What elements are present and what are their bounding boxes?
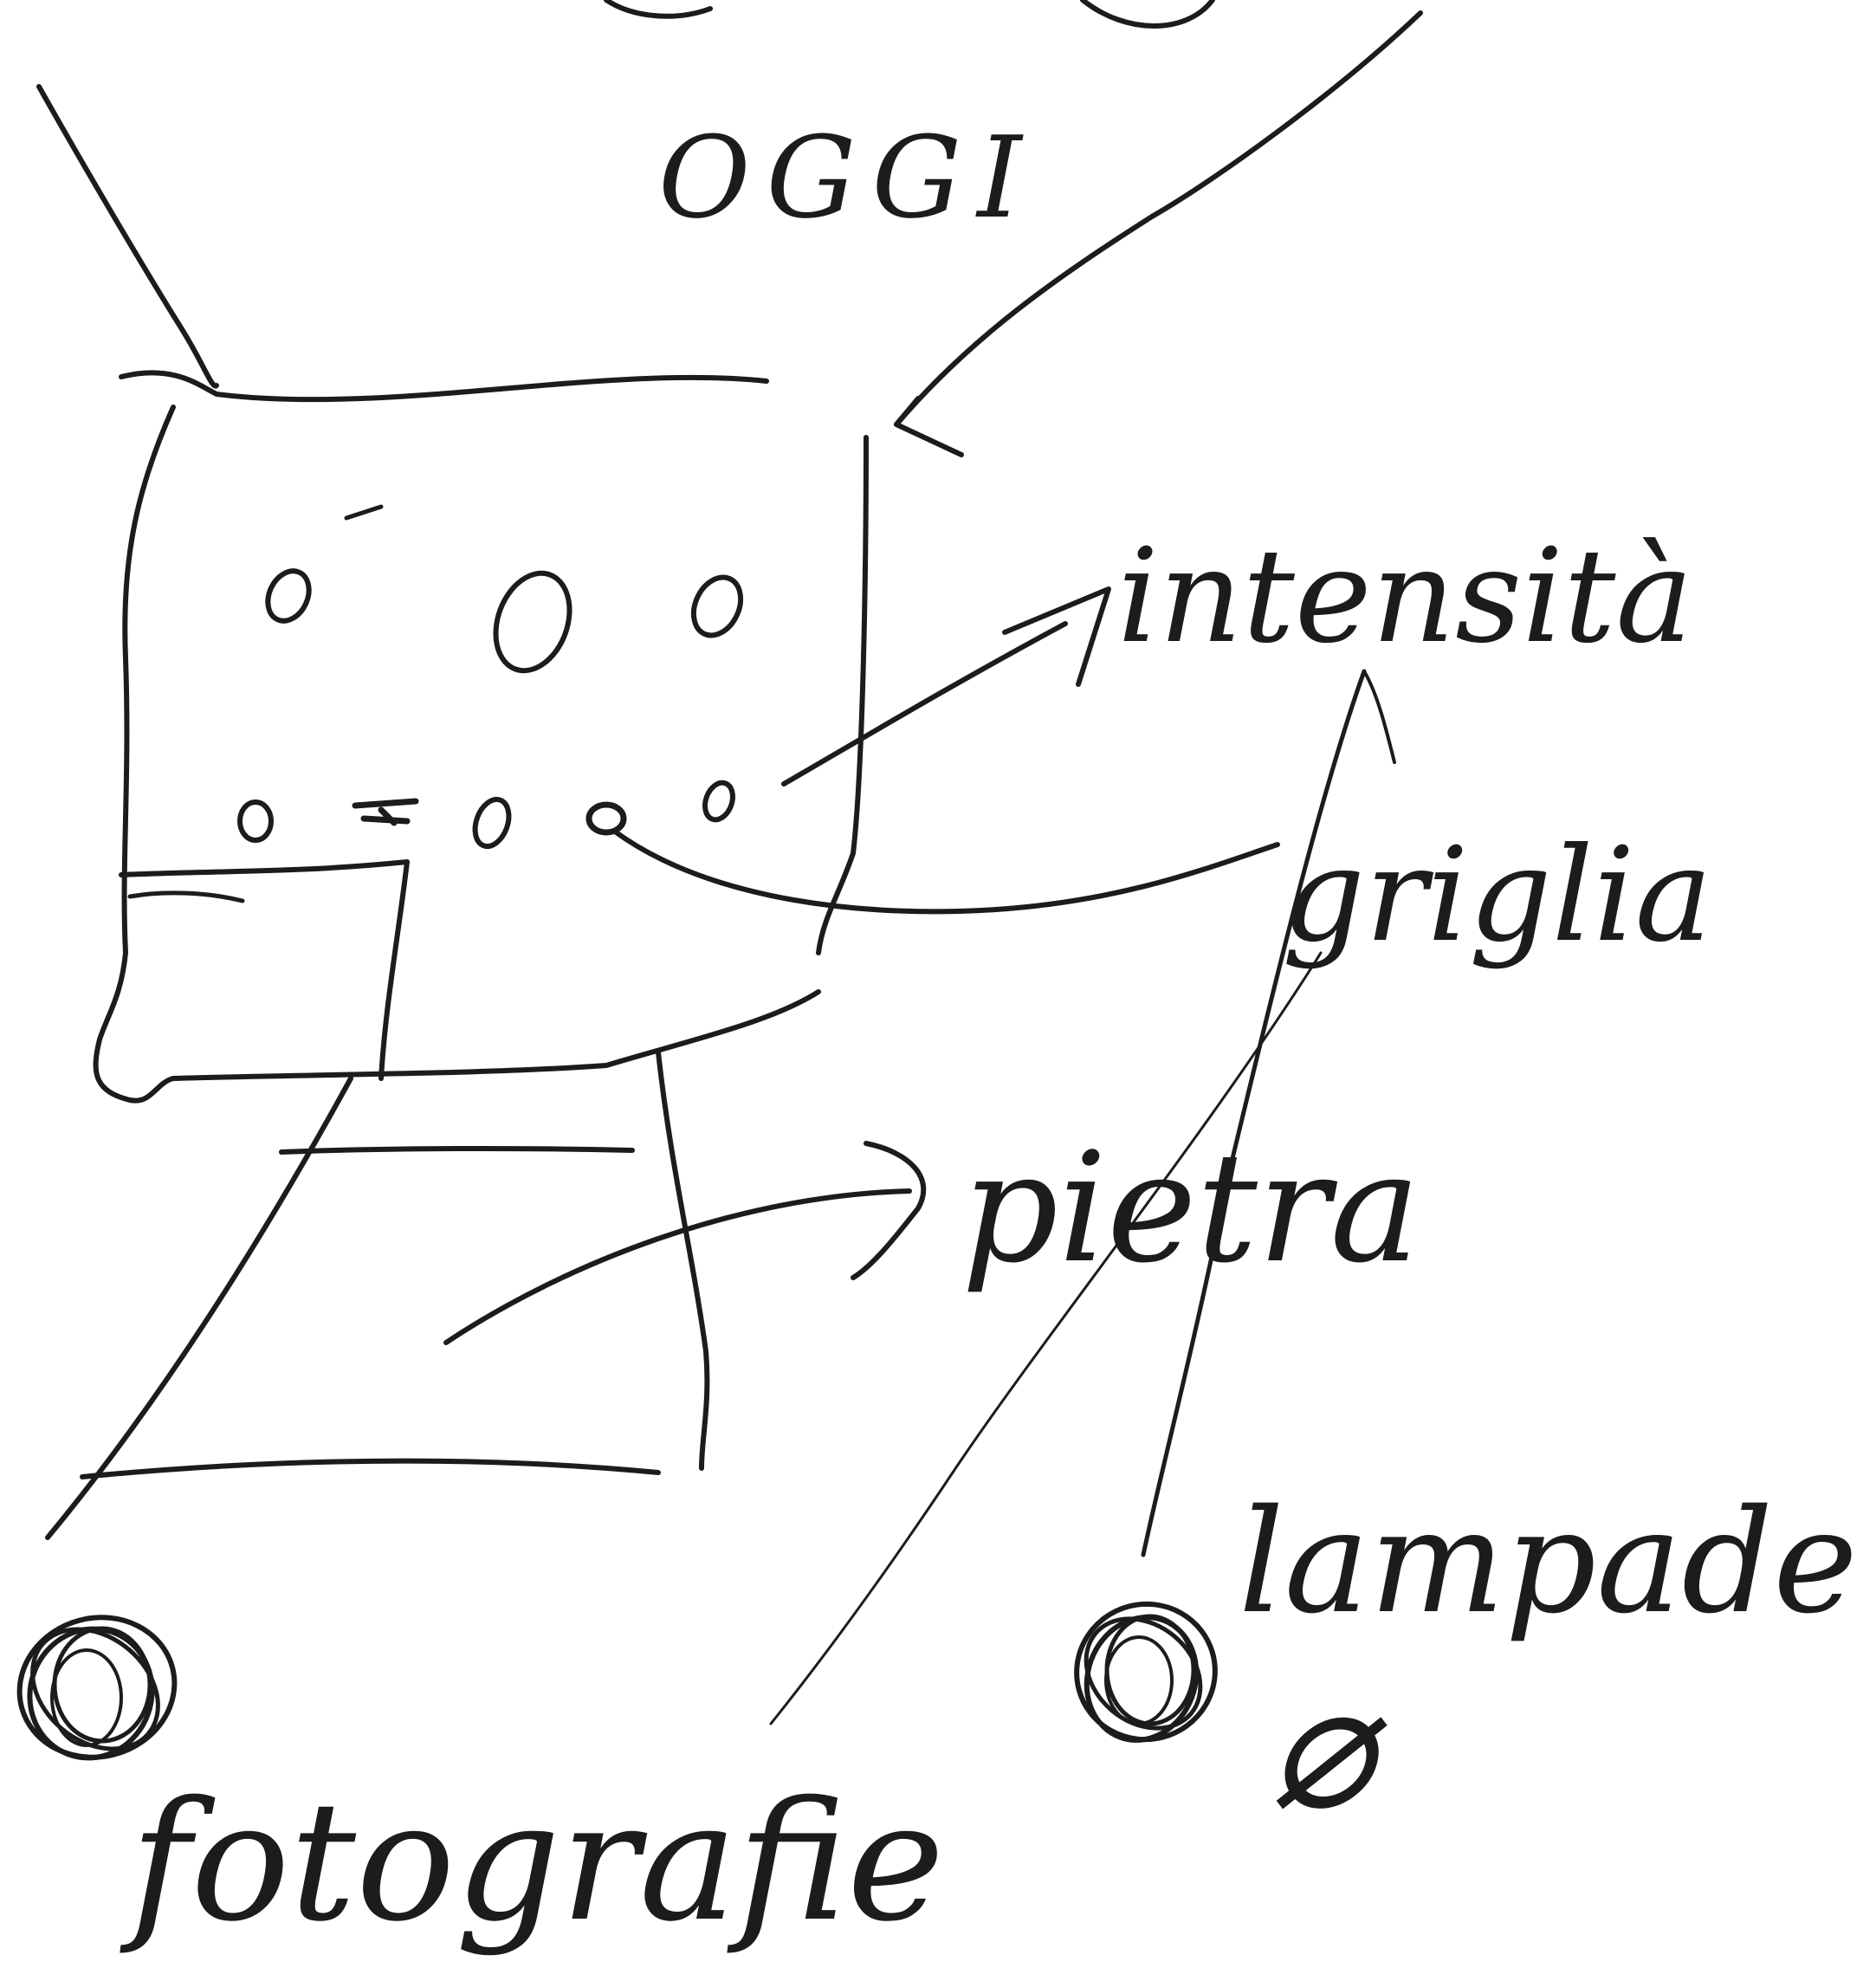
lamp-label: lampade xyxy=(1239,1479,1858,1645)
long-line-hook xyxy=(1362,670,1396,764)
arrow-to-stone-label xyxy=(443,1188,912,1345)
stone-label: pietra xyxy=(961,1121,1420,1297)
arrow-to-interior-label xyxy=(781,621,1068,787)
circle-top-middle xyxy=(493,570,573,674)
long-line-to-lamps xyxy=(1141,669,1367,1557)
diameter-symbol: ⌀ xyxy=(1269,1646,1388,1848)
stand-right-edge xyxy=(656,1050,710,1471)
box-left-edge xyxy=(93,405,176,1104)
box-right-edge xyxy=(816,435,869,955)
scribbled-circle-left xyxy=(16,1615,178,1761)
top-right-arrowhead xyxy=(894,396,964,457)
top-text: OGGI xyxy=(658,112,1038,243)
arrow-to-stone-head xyxy=(851,1141,927,1280)
mark-bottom-5 xyxy=(702,780,735,823)
grill-label: griglia xyxy=(1282,820,1712,971)
circle-top-right xyxy=(690,574,744,638)
mark-bottom-4 xyxy=(585,801,627,836)
scribbled-circle-right xyxy=(1074,1601,1218,1743)
box-top-edge xyxy=(119,370,769,403)
inner-rectangle xyxy=(119,859,410,1081)
stand-top-edge xyxy=(279,1145,635,1155)
box-bottom-edge xyxy=(171,989,821,1081)
top-cut-scribble xyxy=(604,0,1215,29)
curve-to-grill-label xyxy=(612,829,1280,915)
stand-bottom-edge xyxy=(80,1458,661,1479)
circle-top-left-mark xyxy=(344,504,384,521)
left-diagonal-line xyxy=(36,84,219,389)
mark-bottom-1 xyxy=(237,800,274,843)
thin-line-to-photos xyxy=(769,951,1323,1725)
mark-bottom-3 xyxy=(472,796,512,850)
top-right-curve-arrow xyxy=(894,10,1423,427)
mark-bottom-2 xyxy=(352,798,419,826)
arrow-to-interior-head xyxy=(1002,586,1111,687)
sketch-lines xyxy=(16,0,1423,1761)
stand-left-edge xyxy=(45,1076,353,1540)
interior-label: intensità xyxy=(1117,521,1693,672)
photo-label: fotografie xyxy=(120,1766,944,1958)
circle-top-left xyxy=(265,568,312,624)
inner-dash xyxy=(127,890,245,903)
